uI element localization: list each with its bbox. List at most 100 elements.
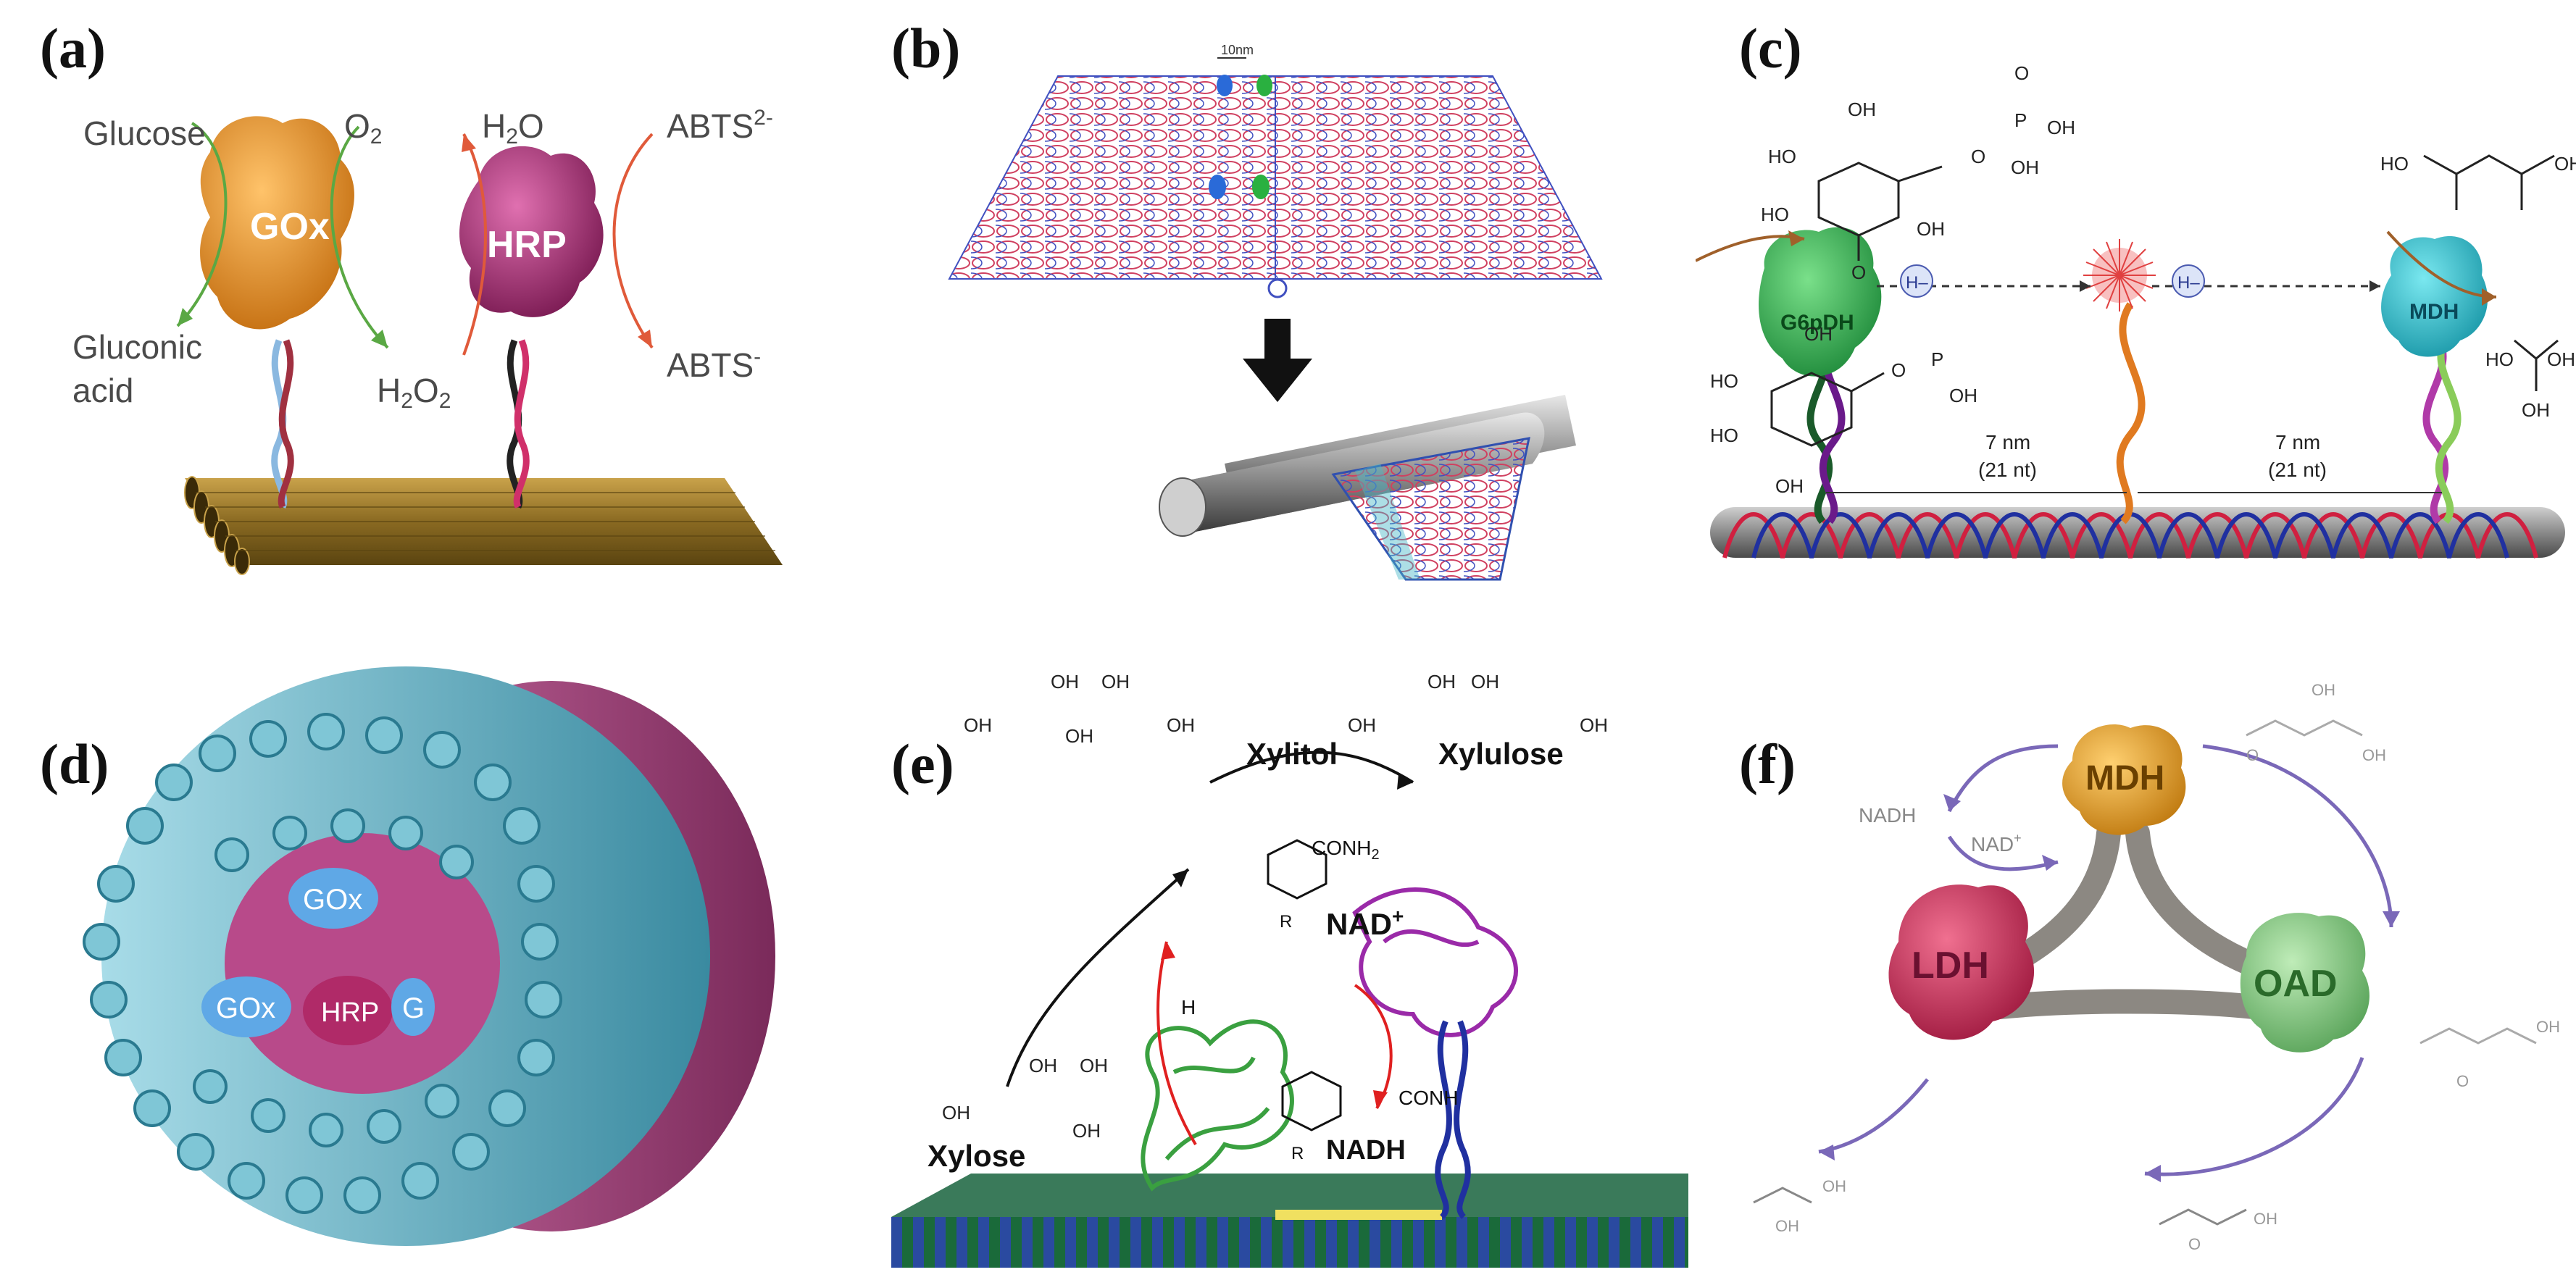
distance-left-label: 7 nm <box>1985 431 2030 453</box>
chem-oh-label-10: OH <box>2547 348 2575 370</box>
nadh-label: NADH <box>1859 804 1916 827</box>
panel-label-d: (d) <box>40 732 109 795</box>
lactate-structure <box>1753 1187 1812 1204</box>
chem-oh-label-7: OH <box>1949 385 1977 406</box>
oad-label: OAD <box>2254 963 2338 1005</box>
panel-label-e: (e) <box>891 732 954 795</box>
mdh-enzyme: MDH <box>2062 724 2186 835</box>
origami-nanotube <box>1159 395 1576 581</box>
dna-origami-bundle <box>184 476 783 575</box>
chem-ho-label-4: HO <box>1710 424 1738 446</box>
glucose-label: Glucose <box>83 114 206 152</box>
xylose-oh-4: OH <box>1072 1120 1101 1142</box>
h2o-label: H2O <box>482 107 544 149</box>
nad-label: NAD+ <box>1971 831 2022 856</box>
panel-a-illustration: GOx HRP Glucose O2 H2O ABTS2- Gluconic a… <box>72 106 783 575</box>
rectangular-origami-sheet: 10nm <box>948 43 1603 298</box>
distance-right-label: 7 nm <box>2275 431 2320 453</box>
gluconic-acid-label-2: acid <box>72 372 133 409</box>
xylulose-oh-4: OH <box>1580 714 1608 736</box>
r-label-top: R <box>1280 912 1292 932</box>
mdh-label: MDH <box>2085 759 2164 798</box>
lactate-oh-label-2: OH <box>1775 1217 1799 1235</box>
lactate-oh-label: OH <box>1822 1177 1846 1195</box>
nad-ring <box>1267 839 1327 900</box>
xylose-label: Xylose <box>928 1139 1025 1173</box>
xylose-oh-1: OH <box>1029 1055 1057 1076</box>
chem-oh-label-2: OH <box>1917 218 1945 240</box>
chem-p-label: P <box>2014 109 2027 131</box>
origami-base-plate <box>891 1174 1688 1268</box>
oxaloacetate-structure <box>2423 154 2555 210</box>
svg-text:HRP: HRP <box>321 997 379 1028</box>
conh2-label: CONH2 <box>1312 837 1380 863</box>
svg-text:G: G <box>402 992 425 1024</box>
panel-f-illustration: MDH LDH OAD NADH NAD+ OH O OH OH O OH <box>1753 681 2560 1253</box>
chem-o-label-4: O <box>1891 359 1906 381</box>
xylitol-oh-3: OH <box>964 714 992 736</box>
panel-label-c: (c) <box>1739 17 1802 80</box>
scale-bar-label: 10nm <box>1221 43 1254 57</box>
hrp-enzyme: HRP <box>459 146 604 317</box>
xylitol-oh-4: OH <box>1167 714 1195 736</box>
nanocage-teal-shell <box>83 666 710 1246</box>
malate-structure <box>2514 339 2559 391</box>
chem-oh-label-3: OH <box>2047 117 2075 138</box>
svg-text:H–: H– <box>1906 273 1928 293</box>
malate-o-label: O <box>2246 746 2259 764</box>
panel-label-a: (a) <box>40 17 106 80</box>
pyruvate-o-label: O <box>2188 1235 2201 1253</box>
panel-label-f: (f) <box>1739 732 1796 795</box>
hrp-blob: HRP <box>303 976 393 1045</box>
panel-d-illustration: GOx GOx HRP G <box>83 666 775 1246</box>
mdh-enzyme: MDH <box>2381 236 2488 357</box>
chem-ho-label: HO <box>1768 146 1796 167</box>
nadh-label: NADH <box>1326 1135 1406 1166</box>
chem-o-label: O <box>1851 262 1866 283</box>
oad-enzyme: OAD <box>2240 913 2370 1053</box>
malate-oh-label: OH <box>2312 681 2335 699</box>
dna-linker-blue <box>1435 1020 1471 1219</box>
g6p-structure <box>1770 372 1885 447</box>
chem-p-label-2: P <box>1931 348 1943 370</box>
oad-oh-label: OH <box>2536 1018 2560 1036</box>
xylulose-oh-3: OH <box>1348 714 1376 736</box>
chem-oh-label: OH <box>1848 99 1876 120</box>
g6pdh-enzyme: G6pDH <box>1759 227 1882 377</box>
svg-text:GOx: GOx <box>303 884 362 916</box>
pyruvate-oh-label: OH <box>2254 1210 2277 1228</box>
chem-ho-label-2: HO <box>1761 204 1789 225</box>
hrp-reaction-arrows <box>462 133 654 356</box>
starburst-icon <box>2083 239 2156 311</box>
xylitol-oh-2: OH <box>1101 671 1130 693</box>
distance-right-nt: (21 nt) <box>2268 459 2327 481</box>
dna-rod <box>1710 507 2565 559</box>
svg-text:GOx: GOx <box>216 992 275 1024</box>
xylose-oh-2: OH <box>1080 1055 1108 1076</box>
gluconic-acid-label-1: Gluconic <box>72 328 202 366</box>
g6p-lactone-structure <box>1817 162 1943 261</box>
hydride-icon-left: H– <box>1900 264 1933 298</box>
hydride-icon-right: H– <box>2172 264 2205 298</box>
malate-structure <box>2246 719 2363 737</box>
ldh-label: LDH <box>1912 945 1989 987</box>
pyruvate-structure <box>2159 1208 2247 1226</box>
xylulose-oh-1: OH <box>1427 671 1456 693</box>
chem-oh-label-4: OH <box>2011 156 2039 178</box>
h2o2-label: H2O2 <box>377 372 451 413</box>
panel-label-b: (b) <box>891 17 961 80</box>
aldehyde-h-label: H <box>1181 996 1196 1018</box>
xylitol-oh-1: OH <box>1051 671 1079 693</box>
chem-oh-label-8: OH <box>2554 153 2576 175</box>
g6pdh-label: G6pDH <box>1780 311 1854 335</box>
xylose-oh-3: OH <box>942 1102 970 1124</box>
gox-blob-left: GOx <box>201 976 291 1037</box>
panel-e-illustration: Xylitol Xylulose Xylose NAD+ NADH CONH2 … <box>891 671 1688 1268</box>
malate-oh-label-2: OH <box>2362 746 2386 764</box>
gox-label: GOx <box>250 206 330 248</box>
panel-b-illustration: 10nm <box>948 43 1603 581</box>
gox-enzyme: GOx <box>200 116 354 330</box>
gox-blob-top: GOx <box>288 868 378 929</box>
chem-oh-label-9: OH <box>2522 399 2550 421</box>
xylitol-label: Xylitol <box>1246 737 1338 771</box>
